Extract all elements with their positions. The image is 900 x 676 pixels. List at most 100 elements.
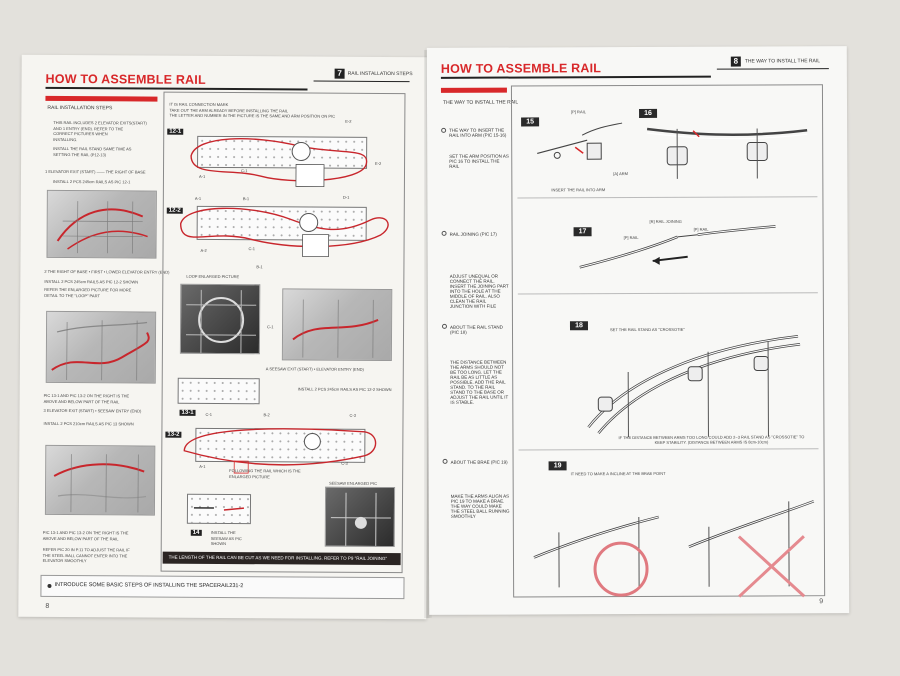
right-page: HOW TO ASSEMBLE RAIL 8 THE WAY TO INSTAL… xyxy=(426,46,850,615)
footer-bullet-icon xyxy=(47,583,52,588)
side-note: INSTALL 2 PCS 210cm RAILS AS PIC 13 SHOW… xyxy=(43,420,134,426)
side-notes-group-3: PIC 13-1 AND PIC 13-2 ON THE RIGHT IS TH… xyxy=(43,530,178,564)
page-number: 8 xyxy=(45,602,50,610)
item-bullet-icon xyxy=(442,458,448,464)
point-label: C-1 xyxy=(241,168,248,174)
step-15-diagram xyxy=(537,122,623,160)
title-underline xyxy=(45,86,308,91)
intro-line: SETTING THE RAIL (P12-13) xyxy=(53,151,107,157)
install-2pcs-caption: INSTALL 2 PCS 245cm RAILS AS PIC 12-2 SH… xyxy=(297,386,392,393)
point-label: C-1 xyxy=(205,411,212,417)
loop-enlarged-photo xyxy=(179,283,261,355)
side-note: DETAIL TO THE "LOOP" PART xyxy=(44,292,100,298)
section-label: RAIL INSTALLATION STEPS xyxy=(347,70,413,78)
seesaw-photo-graphic xyxy=(292,299,379,358)
section-underline xyxy=(716,68,829,70)
seesaw-enlarged-caption: SEESAW ENLARGED PIC xyxy=(329,480,377,486)
step-17-diagram xyxy=(579,225,776,269)
item-heading: THE WAY TO INSERT THE RAIL INTO ARM (PIC… xyxy=(449,127,507,138)
photo-2-rails xyxy=(51,320,150,381)
loop-photo-graphic xyxy=(186,289,257,354)
item-heading: ABOUT THE BRAE (PIC 19) xyxy=(450,459,508,465)
step-19-diagram xyxy=(533,500,815,598)
rail-path-13-2 xyxy=(183,428,377,474)
item-body: SET THE ARM POSITION AS PIC 16 TO INSTAL… xyxy=(449,153,509,169)
left-page: HOW TO ASSEMBLE RAIL 7 RAIL INSTALLATION… xyxy=(18,54,430,620)
point-label: B-1 xyxy=(242,196,250,202)
point-label: A-2 xyxy=(200,247,207,253)
intro-text: THIS RAIL INCLUDES 2 ELEVATOR EXITS(STAR… xyxy=(53,120,163,158)
point-label: A-1 xyxy=(198,173,206,179)
footer-text: INTRODUCE SOME BASIC STEPS OF INSTALLING… xyxy=(54,581,244,590)
item-bullet-icon xyxy=(441,127,447,133)
seesaw-caption: A SEESAW EXIT (START) • ELEVATOR ENTRY (… xyxy=(265,366,364,372)
model-photo-2 xyxy=(45,310,157,384)
rail-path-12-1 xyxy=(190,137,368,188)
subheading-bar xyxy=(440,87,507,93)
title-underline xyxy=(440,75,711,79)
install-seesaw-caption: INSTALL THE SEESAW AS PIC SHOWN xyxy=(210,529,242,547)
section-number-badge: 8 xyxy=(730,56,741,67)
subheading: RAIL INSTALLATION STEPS xyxy=(47,104,113,112)
step-note-1: 1 ELEVATOR EXIT (START) —— THE RIGHT OF … xyxy=(44,168,146,175)
side-notes-group-2: PIC 13-1 AND PIC 13-2 ON THE RIGHT IS TH… xyxy=(43,393,178,427)
point-label: C-3 xyxy=(349,412,356,418)
step-15-label: [P] RAIL xyxy=(571,109,586,115)
subheading: THE WAY TO INSTALL THE RAIL xyxy=(442,99,519,106)
item-bullet-icon xyxy=(441,323,447,329)
step-17-label: [R] RAIL JOINING xyxy=(649,218,682,224)
board-label-13-1: 13-1 xyxy=(179,409,196,416)
section-number-badge: 7 xyxy=(334,68,345,79)
base-board-13-1 xyxy=(177,377,260,405)
point-label: C-1 xyxy=(267,324,274,330)
point-label: A-1 xyxy=(194,195,202,201)
wrong-cross-mark xyxy=(737,535,806,598)
photo-1-rails xyxy=(56,201,148,254)
step-15-caption: INSERT THE RAIL INTO ARM xyxy=(551,187,606,193)
point-label: E-2 xyxy=(345,118,352,124)
model-photo-3 xyxy=(44,444,156,516)
step-18-caption: IF THE DISTANCE BETWEEN ARMS TOO LONG CO… xyxy=(618,434,805,445)
item-body: THE DISTANCE BETWEEN THE ARMS SHOULD NOT… xyxy=(450,359,509,405)
loop-caption: LOOP ENLARGED PICTURE xyxy=(186,273,240,280)
rail-path-12-2 xyxy=(179,207,389,258)
subheading-bar xyxy=(45,95,158,102)
item-body: MAKE THE ARMS ALIGN AS PIC 19 TO MAKE A … xyxy=(450,493,510,519)
step-number-16: 16 xyxy=(639,108,658,118)
rail-cut-banner: THE LENGTH OF THE RAIL CAN BE CUT AS WE … xyxy=(162,551,401,566)
step-19-label: IT NEED TO MAKE A INCLINE AT THE BRAE PO… xyxy=(570,470,666,477)
point-label: C-1 xyxy=(248,246,256,252)
seesaw-enlarged-photo xyxy=(324,486,396,548)
correct-circle-mark xyxy=(593,541,649,597)
step-18-diagram xyxy=(587,335,801,438)
item-bullet-icon xyxy=(441,230,447,236)
point-label: E-2 xyxy=(375,160,382,166)
following-caption: FOLLOWING THE RAIL WHICH IS THE ENLARGED… xyxy=(229,468,301,479)
point-label: B-2 xyxy=(263,412,270,418)
page-title: HOW TO ASSEMBLE RAIL xyxy=(45,71,206,87)
section-underline xyxy=(313,80,410,83)
item-heading: ABOUT THE RAIL STAND (PIC 18) xyxy=(449,324,503,335)
board-label-14: 14 xyxy=(190,529,202,536)
model-photo-1 xyxy=(46,189,157,259)
seesaw-enlarged-graphic xyxy=(330,492,391,546)
step-number-19: 19 xyxy=(548,461,567,471)
point-label: A-1 xyxy=(199,463,206,469)
seesaw-detail-graphic xyxy=(193,507,245,511)
page-number: 9 xyxy=(819,598,824,606)
step-16-diagram xyxy=(646,127,808,179)
point-label: C-3 xyxy=(341,460,348,466)
section-label: THE WAY TO INSTALL THE RAIL xyxy=(744,58,821,65)
point-label: D-1 xyxy=(342,194,350,200)
side-notes-group-1: 2 THE RIGHT OF BASE • FIRST • LOWER ELEV… xyxy=(44,269,179,299)
item-body: ADJUST UNEQUAL OR CONNECT THE RAIL. INSE… xyxy=(449,273,509,309)
photo-3-rails xyxy=(53,454,147,513)
item-heading: RAIL JOINING (PIC 17) xyxy=(449,231,497,237)
step-note-2: INSTALL 2 PCS 245cm RAILS AS PIC 12-1 xyxy=(52,178,131,185)
side-note: 2 THE RIGHT OF BASE • FIRST • LOWER ELEV… xyxy=(44,268,170,275)
side-note: ELEVATOR SMOOTHLY xyxy=(42,557,87,564)
point-label: B-1 xyxy=(256,264,263,270)
page-title: HOW TO ASSEMBLE RAIL xyxy=(440,61,602,76)
seesaw-model-photo xyxy=(281,288,393,362)
